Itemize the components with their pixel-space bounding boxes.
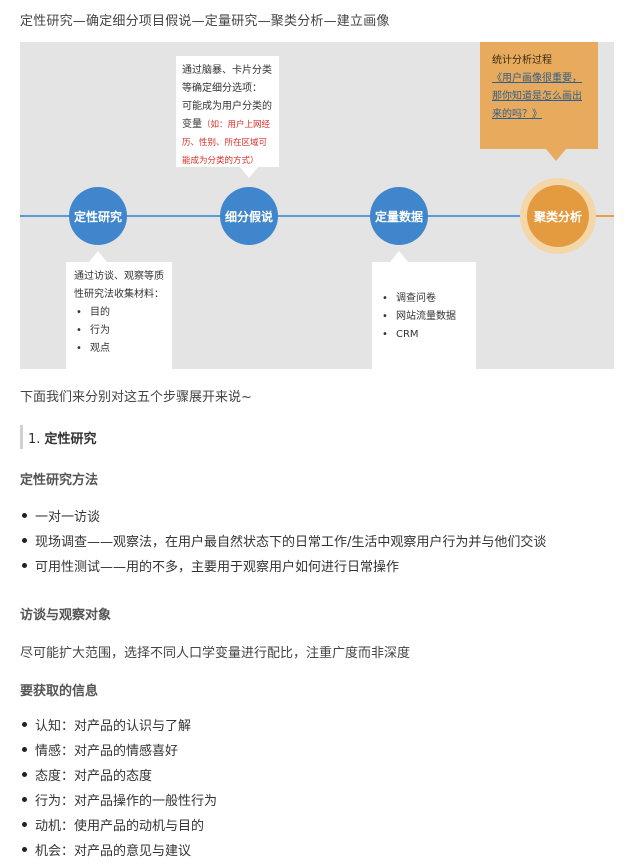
callout-hypothesis: 通过脑暴、卡片分类 等确定细分选项： 可能成为用户分类的 变量（如：用户上网经历… — [176, 56, 279, 167]
list-item-text: 态度：对产品的态度 — [35, 769, 153, 784]
list-item: 调查问卷 — [380, 290, 468, 308]
list-item: 可用性测试——用的不多，主要用于观察用户如何进行日常操作 — [20, 553, 546, 578]
section-title: 定性研究 — [44, 432, 97, 447]
bullet-icon — [22, 538, 27, 543]
bullet-icon — [22, 747, 27, 752]
callout-pointer — [546, 149, 566, 161]
list-item-text: 行为：对产品操作的一般性行为 — [35, 794, 218, 809]
node-hypothesis: 细分假说 — [220, 187, 278, 245]
list-item: 行为 — [74, 322, 164, 340]
list-item-text: 现场调查——观察法，在用户最自然状态下的日常工作/生活中观察用户行为并与他们交谈 — [35, 535, 547, 550]
callout-cluster: 统计分析过程 《用户画像很重要，那你知道是怎么画出来的吗？》 — [480, 42, 598, 149]
timeline-line — [20, 215, 614, 217]
callout-qualitative: 通过访谈、观察等质性研究法收集材料： 目的 行为 观点 — [66, 262, 172, 369]
bullet-icon — [22, 772, 27, 777]
bullet-icon — [22, 847, 27, 852]
callout-qualitative-text: 通过访谈、观察等质性研究法收集材料： — [74, 271, 164, 300]
list-item: 现场调查——观察法，在用户最自然状态下的日常工作/生活中观察用户行为并与他们交谈 — [20, 528, 546, 553]
bullet-icon — [22, 513, 27, 518]
info-list: 认知：对产品的认识与了解 情感：对产品的情感喜好 态度：对产品的态度 行为：对产… — [20, 712, 217, 862]
list-item: 行为：对产品操作的一般性行为 — [20, 787, 217, 812]
section-heading-bar — [20, 425, 23, 449]
callout-hypothesis-note: （如：用户上网经历、性别、所在区域可能成为分类的方式） — [182, 120, 271, 166]
bullet-icon — [22, 797, 27, 802]
bullet-icon — [22, 563, 27, 568]
list-item: 认知：对产品的认识与了解 — [20, 712, 217, 737]
callout-qualitative-list: 目的 行为 观点 — [74, 304, 164, 358]
callout-hypothesis-line2: 等确定细分选项： — [182, 83, 262, 94]
bullet-icon — [22, 822, 27, 827]
list-item-text: 机会：对产品的意见与建议 — [35, 844, 192, 859]
article-link[interactable]: 《用户画像很重要，那你知道是怎么画出来的吗？》 — [492, 73, 582, 120]
section-number: 1. — [28, 432, 41, 447]
bullet-icon — [22, 722, 27, 727]
callout-hypothesis-line3: 可能成为用户分类的 — [182, 101, 272, 112]
list-item-text: 一对一访谈 — [35, 510, 101, 525]
list-item: 网站流量数据 — [380, 308, 468, 326]
callout-hypothesis-line1: 通过脑暴、卡片分类 — [182, 65, 272, 76]
methods-list: 一对一访谈 现场调查——观察法，在用户最自然状态下的日常工作/生活中观察用户行为… — [20, 503, 546, 578]
list-item: 目的 — [74, 304, 164, 322]
list-item-text: 情感：对产品的情感喜好 — [35, 744, 179, 759]
intro-text: 定性研究—确定细分项目假说—定量研究—聚类分析—建立画像 — [20, 14, 390, 29]
node-qualitative: 定性研究 — [69, 187, 127, 245]
callout-pointer — [240, 167, 258, 178]
callout-quantitative-list: 调查问卷 网站流量数据 CRM — [380, 290, 468, 344]
node-cluster: 聚类分析 — [527, 185, 589, 247]
info-heading: 要获取的信息 — [20, 684, 99, 699]
list-item: 态度：对产品的态度 — [20, 762, 217, 787]
list-item: CRM — [380, 326, 468, 344]
process-diagram: 定性研究 通过访谈、观察等质性研究法收集材料： 目的 行为 观点 细分假说 通过… — [20, 42, 614, 369]
lead-text: 下面我们来分别对这五个步骤展开来说~ — [20, 390, 252, 405]
list-item-text: 动机：使用产品的动机与目的 — [35, 819, 205, 834]
list-item-text: 认知：对产品的认识与了解 — [35, 719, 192, 734]
section-heading: 1. 定性研究 — [28, 428, 97, 447]
methods-heading: 定性研究方法 — [20, 473, 99, 488]
callout-cluster-title: 统计分析过程 — [492, 55, 552, 66]
callout-hypothesis-line4: 变量 — [182, 119, 202, 130]
list-item-text: 可用性测试——用的不多，主要用于观察用户如何进行日常操作 — [35, 560, 400, 575]
node-quantitative: 定量数据 — [370, 187, 428, 245]
callout-pointer — [89, 251, 107, 262]
list-item: 一对一访谈 — [20, 503, 546, 528]
callout-pointer — [390, 251, 408, 262]
subjects-heading: 访谈与观察对象 — [20, 608, 112, 623]
list-item: 机会：对产品的意见与建议 — [20, 837, 217, 862]
list-item: 观点 — [74, 340, 164, 358]
list-item: 情感：对产品的情感喜好 — [20, 737, 217, 762]
subjects-text: 尽可能扩大范围，选择不同人口学变量进行配比，注重广度而非深度 — [20, 646, 411, 661]
timeline-line-end — [586, 215, 614, 217]
list-item: 动机：使用产品的动机与目的 — [20, 812, 217, 837]
callout-quantitative: 调查问卷 网站流量数据 CRM — [372, 262, 476, 369]
